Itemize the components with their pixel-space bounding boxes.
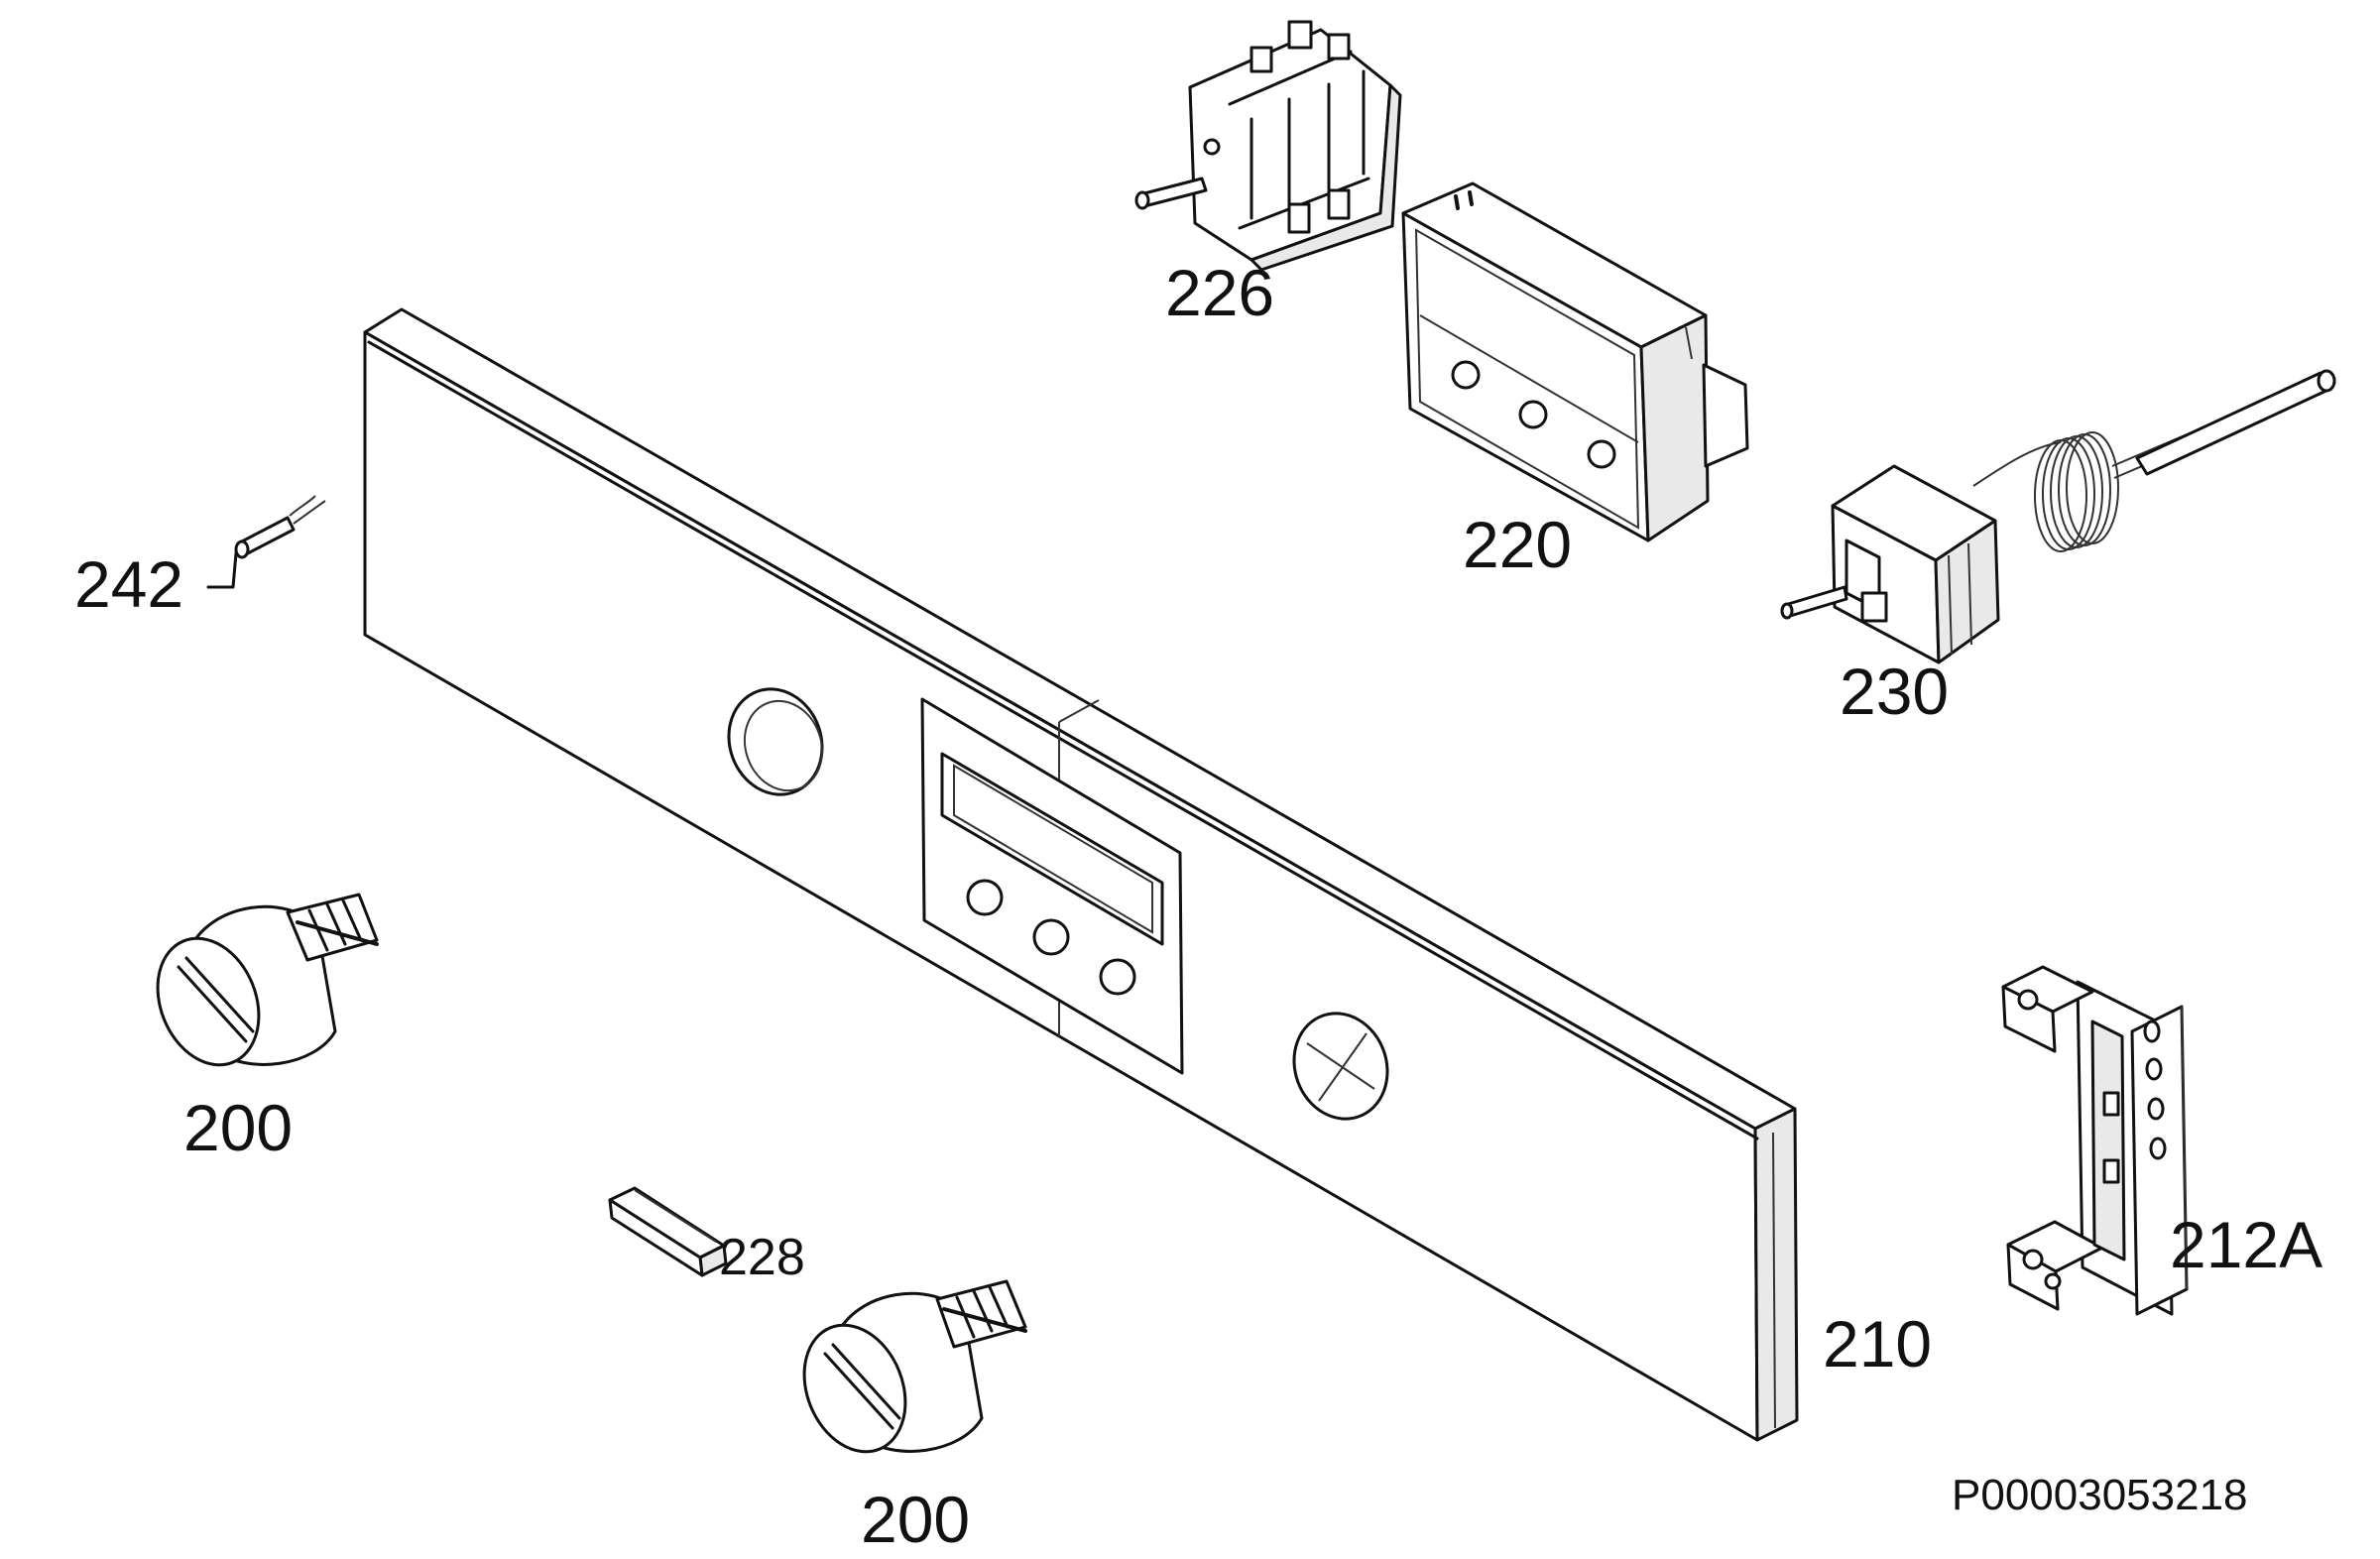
label-226: 226 [1165,256,1274,329]
knob-left-part [156,893,379,1067]
label-200-bottom: 200 [861,1483,970,1556]
display-frame-part [1401,181,1749,542]
control-panel-part [363,307,1799,1442]
part-labels: 226 220 230 242 200 200 228 210 212A P00… [74,256,2322,1556]
selector-switch-part [1134,20,1402,272]
label-220: 220 [1463,508,1572,581]
label-200-left: 200 [183,1091,293,1164]
knob-bottom-part [802,1279,1027,1454]
label-212A: 212A [2170,1208,2322,1281]
label-242: 242 [74,547,183,621]
spring-clip-part [608,1186,728,1277]
reference-code: P00003053218 [1952,1471,2248,1519]
label-228: 228 [719,1229,805,1286]
indicator-lamp-part [206,495,326,589]
label-230: 230 [1840,655,1949,728]
label-210: 210 [1823,1307,1932,1380]
bracket-part [2001,965,2189,1316]
thermostat-part [1780,369,2336,664]
